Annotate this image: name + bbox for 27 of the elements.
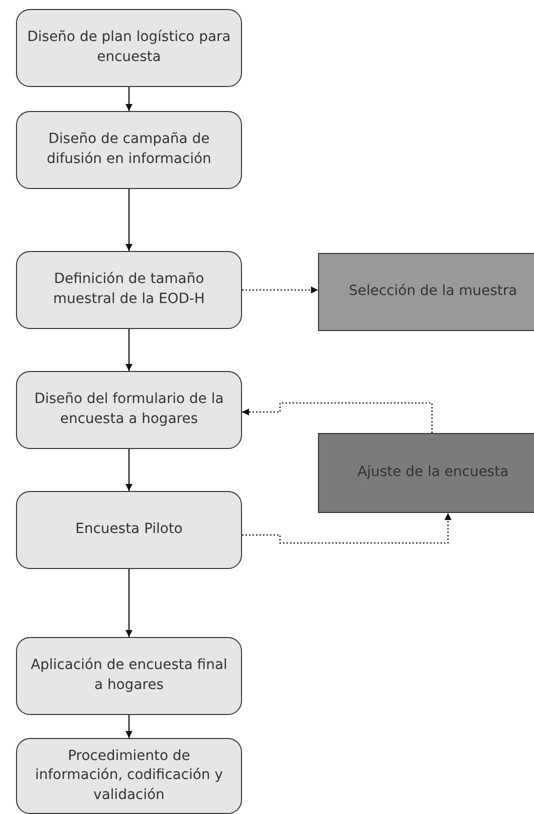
- side-process-box: [318, 253, 534, 331]
- arrow: [242, 513, 452, 544]
- arrow: [126, 87, 132, 111]
- process-box: [16, 371, 242, 449]
- arrow: [242, 402, 433, 433]
- arrow: [126, 449, 132, 491]
- process-box: [16, 111, 242, 189]
- box-label: Diseño de campaña de difusión en información: [46, 130, 212, 169]
- box-label: Encuesta Piloto: [75, 520, 183, 540]
- box-label: Selección de la muestra: [348, 282, 518, 302]
- arrow: [126, 569, 132, 637]
- side-process-box: [318, 433, 534, 513]
- box-label: Ajuste de la encuesta: [357, 463, 509, 482]
- arrow: [126, 715, 132, 738]
- box-label: Diseño de plan logístico para encuesta: [26, 28, 232, 67]
- arrow: [126, 189, 132, 251]
- process-box: [16, 738, 242, 814]
- arrow: [242, 286, 318, 294]
- box-label: Diseño del formulario de la encuesta a hogares: [33, 390, 225, 429]
- process-box: [16, 251, 242, 329]
- process-box: [16, 637, 242, 715]
- process-box: [16, 491, 242, 569]
- arrow: [126, 329, 132, 371]
- process-box: [16, 9, 242, 87]
- box-label: Definición de tamaño muestral de la EOD-H: [52, 270, 206, 309]
- box-label: Aplicación de encuesta final a hogares: [30, 656, 228, 695]
- box-label: Procedimiento de información, codificación y validación: [34, 746, 224, 805]
